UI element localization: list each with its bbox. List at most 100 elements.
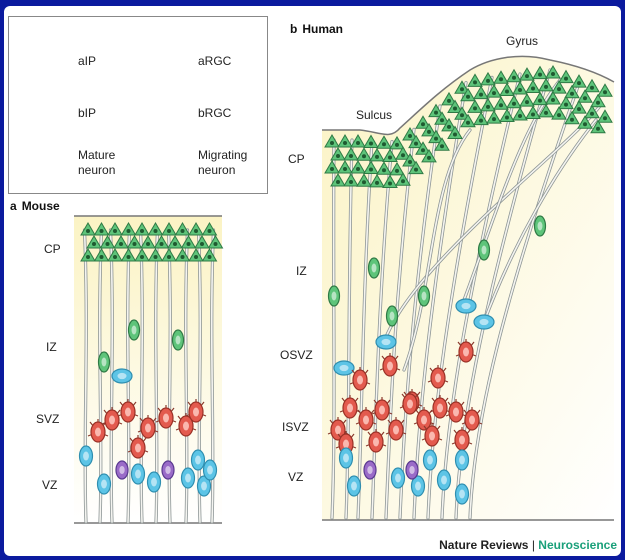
human-argc-cell [422,449,438,471]
human-cp-neuron [577,115,593,129]
human-cp-neuron [356,147,372,161]
human-brgc-cell [375,334,397,350]
human-cp-neuron [421,148,437,163]
human-cp-neuron [499,82,515,97]
human-cp-neuron [538,77,554,92]
mouse-cp-neuron [153,235,170,249]
human-brgc-cell [333,360,355,376]
human-cp-neuron [506,94,522,109]
human-cp-neuron [584,78,600,93]
human-cp-neuron [408,134,424,149]
human-cp-neuron [532,65,548,80]
human-argc-cell [454,483,470,505]
human-cp-neuron [376,161,392,175]
human-cp-neuron [590,93,606,108]
human-cp-neuron [480,97,496,112]
mouse-cp-neuron [147,248,164,262]
panel-a-species: Mouse [21,199,60,213]
mouse-cp-neuron [80,222,96,236]
human-cp-neuron [512,81,528,95]
human-cp-neuron [434,137,450,151]
legend-label-migrating-2: neuron [198,163,236,177]
panel-a-title: a Mouse [10,199,60,213]
mouse-cp-neuron [120,222,137,236]
mouse-cp-neuron [86,235,102,249]
human-argc-cell [454,449,470,471]
mouse-cp-neuron [161,222,177,236]
human-brgc-cell [473,314,495,330]
mouse-cp-neuron [134,222,150,236]
human-cp-neuron [337,160,353,174]
human-cp-neuron [447,125,463,139]
mouse-cp-neuron [147,222,164,236]
mouse-bip-cell [155,405,177,429]
mouse-argc-cell [78,445,94,467]
mouse-bip-cell [117,399,139,423]
mouse-zone-cp: CP [44,242,61,256]
legend-label-brgc: bRGC [198,106,232,120]
human-cp-neuron [447,99,463,113]
mouse-cp-neuron [120,248,137,262]
human-cp-neuron [369,147,385,162]
human-cp-neuron [486,84,502,98]
human-cp-neuron [473,85,489,100]
mouse-argc-cell [202,459,218,481]
human-brgc-cell [455,298,477,314]
human-cp-neuron [337,134,353,148]
human-cp-neuron [525,79,541,93]
panel-b-title: b Human [290,22,343,36]
human-cp-neuron [493,70,509,84]
human-isvz-bip-cell [385,417,407,441]
human-cp-neuron [382,148,398,162]
mouse-cp-neuron [107,222,123,236]
panel-a-letter: a [10,199,17,213]
mouse-cp-neuron [99,235,116,249]
human-cp-neuron [408,160,424,175]
human-cp-neuron [350,134,366,148]
human-cp-neuron [428,129,444,144]
panel-b-letter: b [290,22,298,36]
human-cp-neuron [441,91,457,106]
human-cp-neuron [558,69,574,84]
gyrus-label: Gyrus [506,34,539,48]
mouse-argc-cell [146,471,162,493]
legend-label-bip: bIP [78,106,97,120]
mouse-cp-neuron [174,248,191,262]
human-isvz-bip-cell [399,391,421,415]
human-cp-neuron [376,135,392,149]
human-cp-neuron [454,106,470,120]
mouse-cp-neuron [201,248,218,262]
human-cp-neuron [590,119,606,134]
human-cp-neuron [330,173,346,187]
human-cp-neuron [382,174,398,188]
panel-b-species: Human [302,22,344,36]
human-cp-neuron [538,103,554,118]
mouse-bip-cell [175,413,197,437]
journal-name: Neuroscience [538,538,617,552]
human-isvz-bip-cell [429,395,451,419]
human-aip-cell [405,460,419,480]
human-argc-cell [338,447,354,469]
cell-type-legend [8,16,268,194]
human-zone-cp: CP [288,152,305,166]
legend-label-aip: aIP [78,54,97,68]
human-cp-neuron [389,135,405,150]
human-cp-neuron [324,160,340,174]
human-cp-neuron [519,93,535,107]
mouse-argc-cell [130,463,146,485]
human-cp-neuron [467,73,483,87]
human-cp-neuron [564,84,580,99]
human-cp-neuron [369,173,385,188]
legend-label-migrating-1: Migrating [198,148,248,162]
mouse-cp-neuron [80,248,96,262]
human-aip-cell [363,460,377,480]
mouse-migrating-neuron [171,329,185,351]
human-cp-neuron [441,117,457,132]
human-isvz-bip-cell [327,417,349,441]
sulcus-label: Sulcus [356,108,393,122]
human-cp-neuron [486,110,502,124]
human-cp-neuron [473,111,489,126]
human-cp-neuron [363,134,379,149]
human-cp-neuron [519,67,535,81]
human-migrating-neuron [385,305,399,327]
